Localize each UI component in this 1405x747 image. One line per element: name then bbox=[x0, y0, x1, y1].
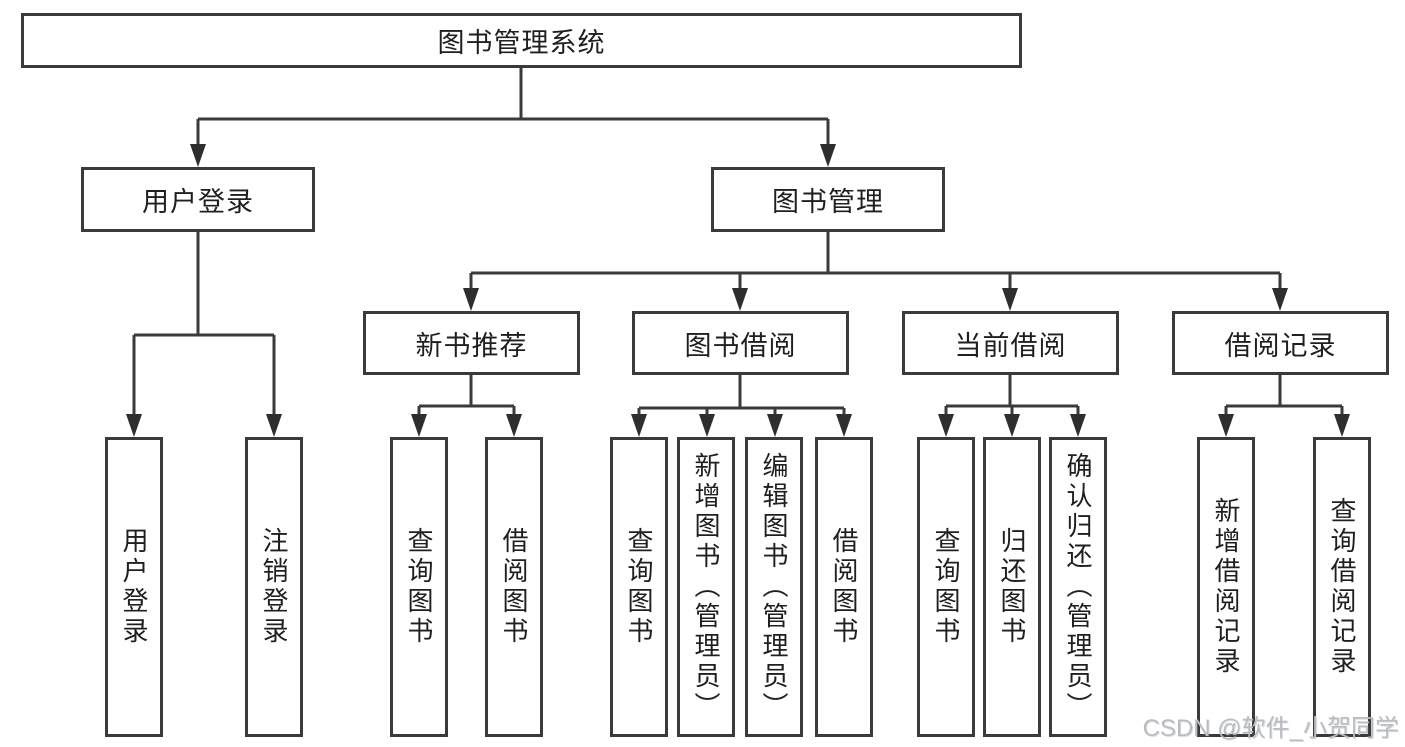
node-book-borrowing: 图书借阅 bbox=[632, 311, 849, 375]
leaf-logout: 注销登录 bbox=[245, 437, 303, 737]
leaf-borrow-add-book-admin: 新增图书（管理员） bbox=[677, 437, 735, 737]
leaf-rec-query-book: 查询图书 bbox=[390, 437, 448, 737]
leaf-borrow-borrow-book: 借阅图书 bbox=[815, 437, 873, 737]
node-new-book-recommendation: 新书推荐 bbox=[363, 311, 580, 375]
leaf-current-query-book: 查询图书 bbox=[917, 437, 975, 737]
node-library-management-system: 图书管理系统 bbox=[21, 13, 1022, 68]
leaf-rec-borrow-book: 借阅图书 bbox=[485, 437, 543, 737]
node-current-borrowing: 当前借阅 bbox=[902, 311, 1119, 375]
leaf-current-confirm-return-admin: 确认归还（管理员） bbox=[1049, 437, 1107, 737]
leaf-record-add-borrow-record: 新增借阅记录 bbox=[1197, 437, 1255, 737]
node-book-management: 图书管理 bbox=[711, 167, 945, 232]
csdn-watermark: CSDN @软件_小贺同学 bbox=[1142, 715, 1399, 742]
node-borrowing-records: 借阅记录 bbox=[1172, 311, 1389, 375]
node-user-login: 用户登录 bbox=[81, 167, 315, 232]
leaf-borrow-query-book: 查询图书 bbox=[610, 437, 668, 737]
leaf-borrow-edit-book-admin: 编辑图书（管理员） bbox=[745, 437, 803, 737]
leaf-user-login: 用户登录 bbox=[105, 437, 163, 737]
leaf-record-query-borrow-record: 查询借阅记录 bbox=[1313, 437, 1371, 737]
leaf-current-return-book: 归还图书 bbox=[983, 437, 1041, 737]
